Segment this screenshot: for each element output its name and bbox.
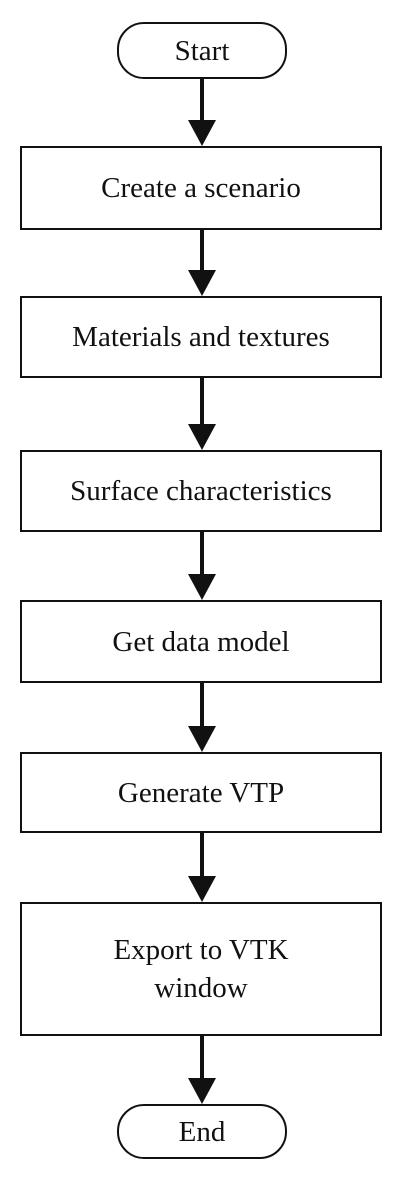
step-label: Generate VTP — [117, 776, 285, 809]
step-label: Get data model — [112, 625, 290, 658]
arrowhead-step-3 — [188, 424, 216, 450]
start-label: Start — [174, 34, 230, 67]
step-label: Surface characteristics — [70, 475, 332, 507]
end-label: End — [178, 1115, 226, 1148]
start-terminal: Start — [117, 22, 287, 79]
step-materials-textures: Materials and textures — [20, 296, 382, 378]
step-label: Materials and textures — [72, 321, 330, 353]
step-label: Export to VTK window — [113, 934, 289, 1004]
end-terminal: End — [117, 1104, 287, 1159]
step-label: Create a scenario — [101, 172, 301, 204]
arrowhead-step-2 — [188, 270, 216, 296]
arrowhead-step-6 — [188, 876, 216, 902]
step-export-vtk-window: Export to VTK window — [20, 902, 382, 1036]
step-get-data-model: Get data model — [20, 600, 382, 683]
arrowhead-step-5 — [188, 726, 216, 752]
arrowhead-step-4 — [188, 574, 216, 600]
step-generate-vtp: Generate VTP — [20, 752, 382, 833]
step-create-scenario: Create a scenario — [20, 146, 382, 230]
arrowhead-step-1 — [188, 120, 216, 146]
arrowhead-end — [188, 1078, 216, 1104]
step-surface-characteristics: Surface characteristics — [20, 450, 382, 532]
